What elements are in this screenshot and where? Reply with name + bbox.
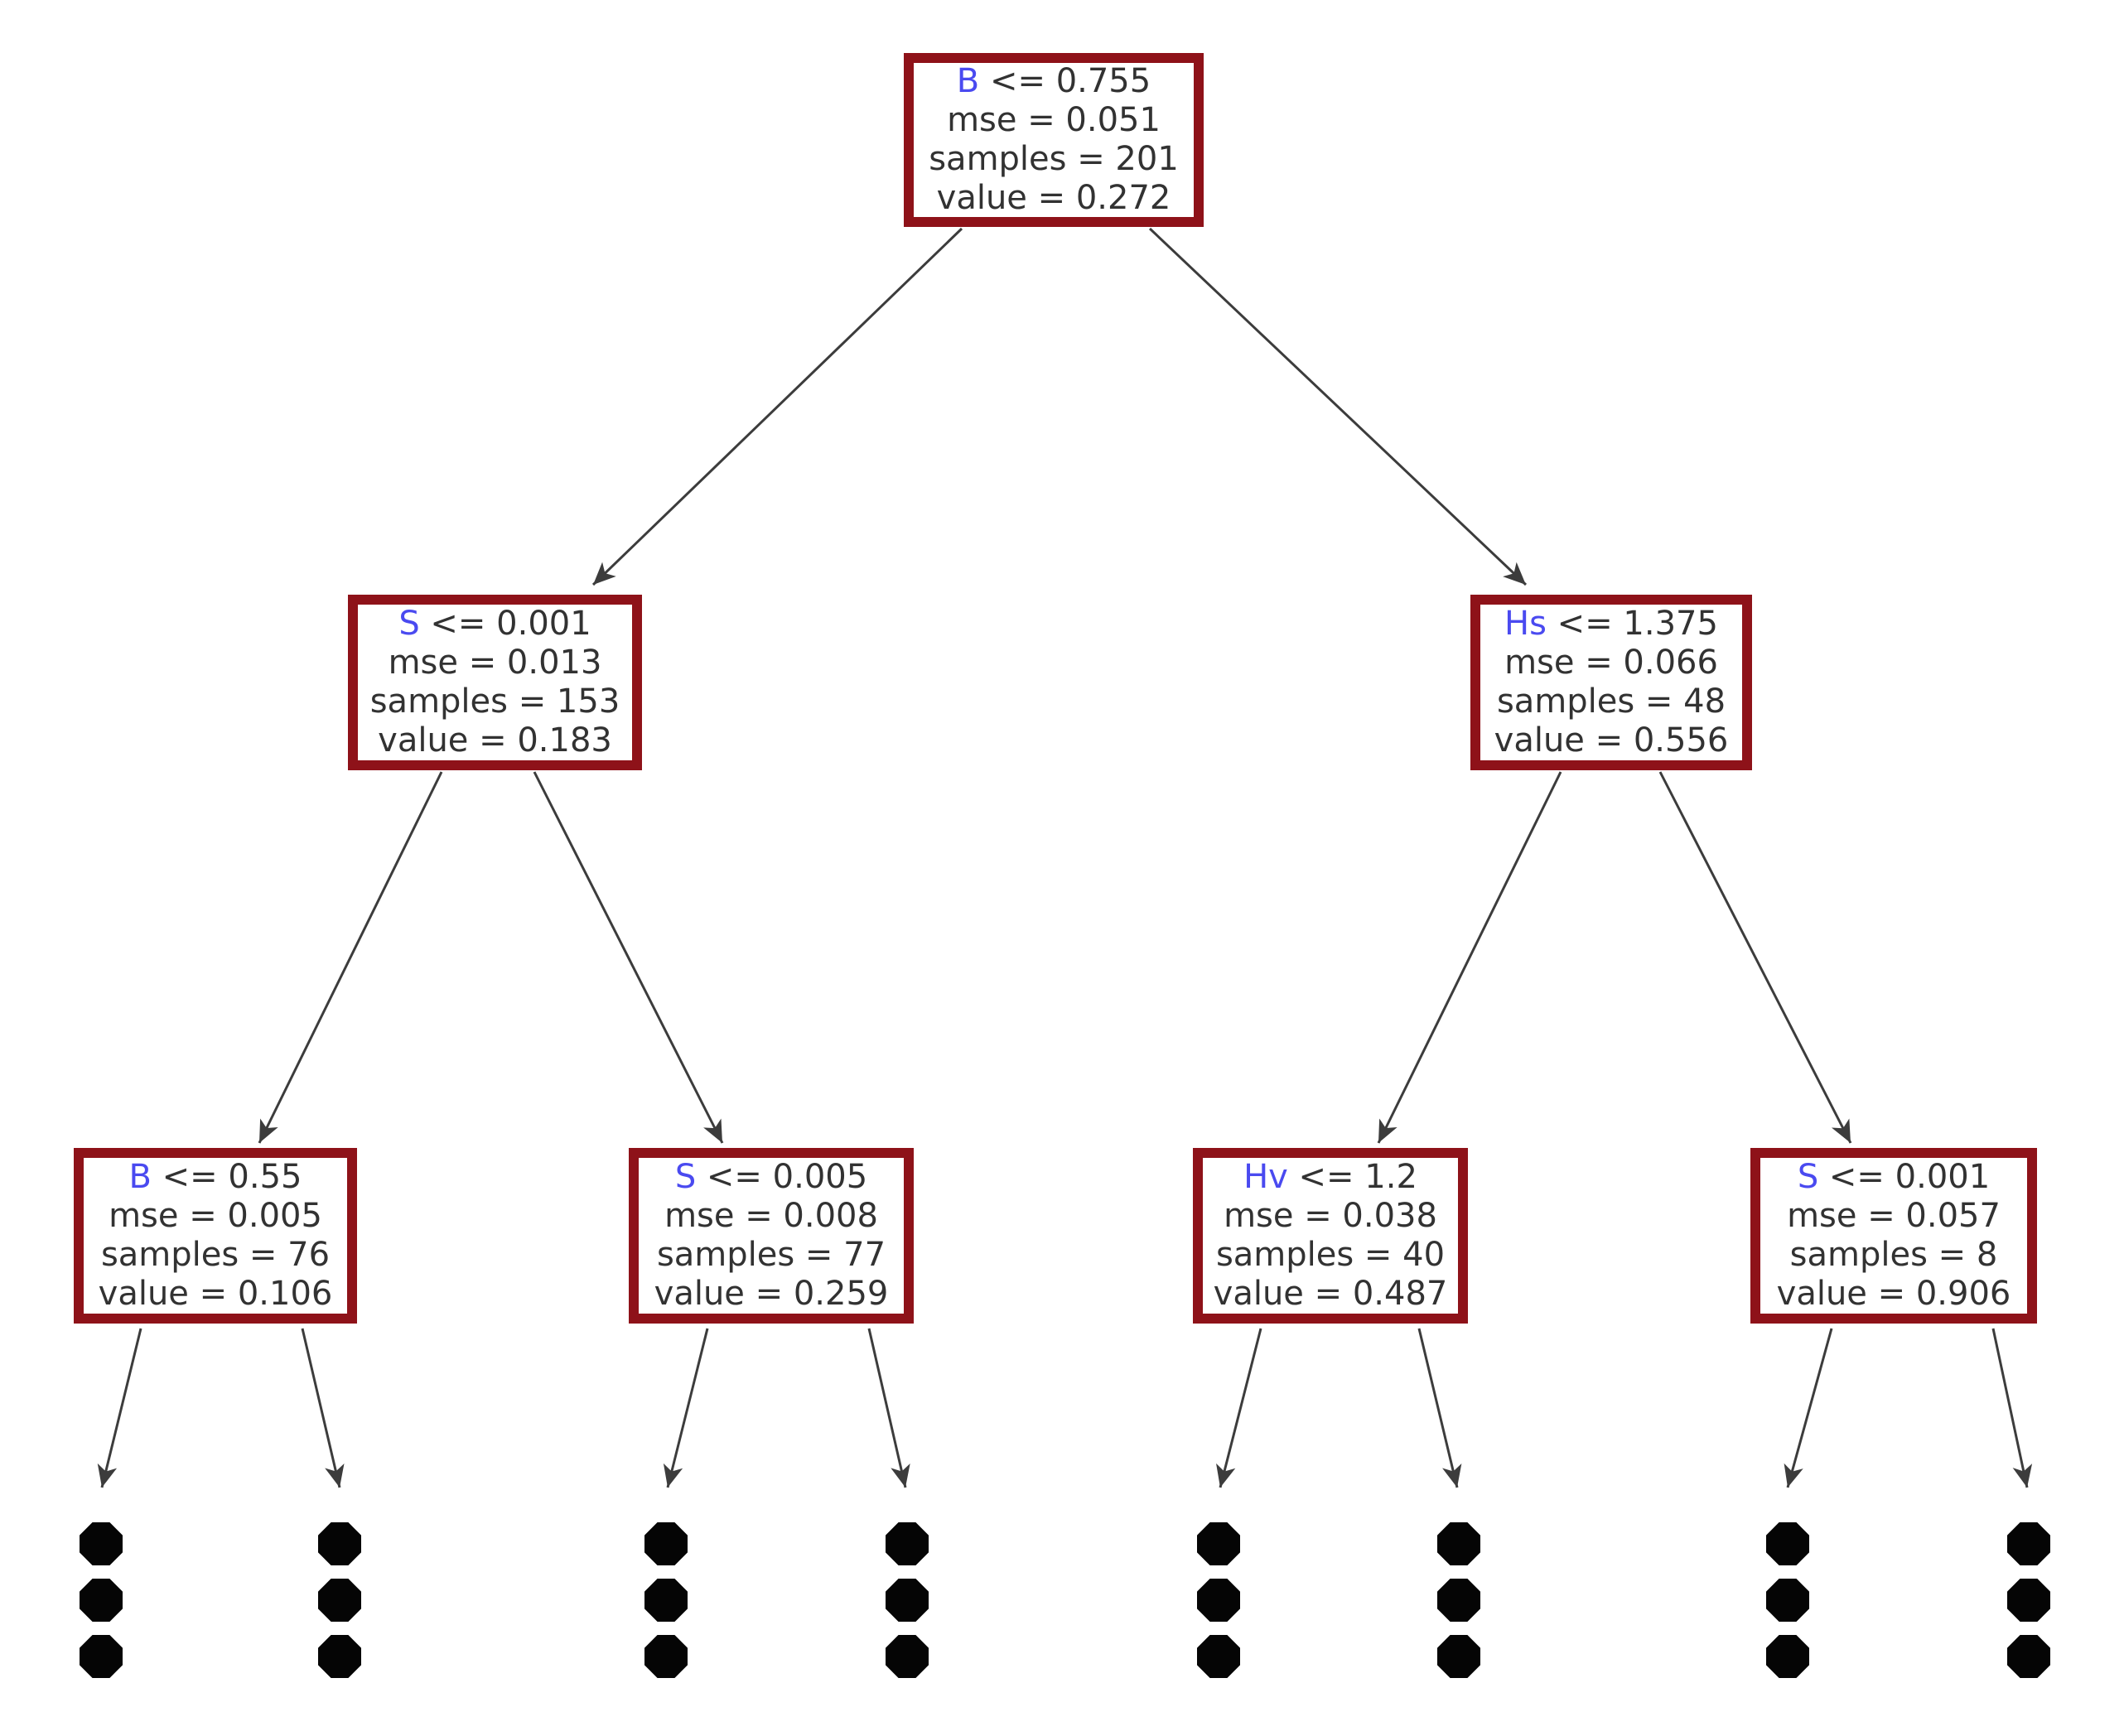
- samples-line: samples = 153: [369, 682, 620, 721]
- octagon-dot: [644, 1522, 688, 1565]
- mse-line: mse = 0.008: [664, 1197, 878, 1235]
- split-rule: Hv <= 1.2: [1203, 1158, 1458, 1197]
- edge-rightleft-to-ellipsis-1: [1216, 1328, 1262, 1488]
- value-line: value = 0.183: [378, 721, 612, 760]
- value-line: value = 0.906: [1776, 1275, 2011, 1313]
- tree-node-depth1-left: S <= 0.001 mse = 0.013 samples = 153 val…: [348, 595, 642, 770]
- octagon-dot: [1437, 1522, 1480, 1565]
- truncated-branch-marker: [80, 1522, 123, 1678]
- mse-line: mse = 0.038: [1224, 1197, 1437, 1235]
- samples-line: samples = 76: [100, 1236, 331, 1274]
- octagon-dot: [644, 1635, 688, 1678]
- octagon-dot: [1197, 1635, 1240, 1678]
- edge-rightright-to-ellipsis-1: [1784, 1328, 1833, 1488]
- octagon-dot: [80, 1635, 123, 1678]
- octagon-dot: [886, 1522, 929, 1565]
- value-line: value = 0.106: [98, 1275, 333, 1313]
- split-feature: S: [1797, 1158, 1819, 1196]
- tree-node-depth1-right: Hs <= 1.375 mse = 0.066 samples = 48 val…: [1470, 595, 1752, 770]
- mse-line: mse = 0.066: [1504, 644, 1718, 682]
- mse-line: mse = 0.005: [109, 1197, 322, 1235]
- octagon-dot: [1437, 1579, 1480, 1622]
- mse-line: mse = 0.051: [947, 101, 1161, 139]
- edge-left-to-leftleft: [258, 771, 443, 1144]
- samples-line: samples = 8: [1789, 1236, 1998, 1274]
- octagon-dot: [1766, 1579, 1809, 1622]
- value-line: value = 0.272: [936, 179, 1171, 217]
- octagon-dot: [886, 1635, 929, 1678]
- mse-line: mse = 0.057: [1787, 1197, 2001, 1235]
- split-rule: S <= 0.005: [639, 1158, 904, 1197]
- split-condition: <= 0.755: [979, 62, 1151, 100]
- split-condition: <= 1.375: [1546, 605, 1718, 643]
- split-condition: <= 1.2: [1287, 1158, 1417, 1196]
- split-condition: <= 0.001: [1818, 1158, 1991, 1196]
- octagon-dot: [886, 1579, 929, 1622]
- split-feature: Hv: [1243, 1158, 1288, 1196]
- octagon-dot: [80, 1522, 123, 1565]
- truncated-branch-marker: [2007, 1522, 2050, 1678]
- samples-line: samples = 201: [929, 140, 1179, 178]
- split-condition: <= 0.005: [696, 1158, 868, 1196]
- octagon-dot: [1766, 1522, 1809, 1565]
- split-rule: Hs <= 1.375: [1480, 605, 1742, 644]
- value-line: value = 0.259: [654, 1275, 889, 1313]
- edge-right-to-rightleft: [1377, 771, 1562, 1144]
- octagon-dot: [318, 1635, 361, 1678]
- edge-leftright-to-ellipsis-1: [663, 1328, 709, 1488]
- edge-leftleft-to-ellipsis-1: [97, 1328, 142, 1488]
- tree-node-depth2-left-right: S <= 0.005 mse = 0.008 samples = 77 valu…: [629, 1148, 914, 1324]
- octagon-dot: [2007, 1579, 2050, 1622]
- octagon-dot: [2007, 1635, 2050, 1678]
- truncated-branch-marker: [644, 1522, 688, 1678]
- samples-line: samples = 77: [656, 1236, 886, 1274]
- split-condition: <= 0.001: [419, 605, 591, 643]
- octagon-dot: [80, 1579, 123, 1622]
- split-condition: <= 0.55: [151, 1158, 302, 1196]
- split-rule: S <= 0.001: [358, 605, 632, 644]
- tree-node-root: B <= 0.755 mse = 0.051 samples = 201 val…: [904, 53, 1204, 227]
- edge-root-to-left: [591, 227, 963, 586]
- truncated-branch-marker: [1766, 1522, 1809, 1678]
- split-rule: S <= 0.001: [1760, 1158, 2027, 1197]
- samples-line: samples = 40: [1215, 1236, 1446, 1274]
- edge-root-to-right: [1148, 227, 1528, 586]
- octagon-dot: [318, 1579, 361, 1622]
- split-feature: S: [674, 1158, 697, 1196]
- edge-rightleft-to-ellipsis-2: [1417, 1328, 1462, 1488]
- octagon-dot: [1766, 1635, 1809, 1678]
- edge-leftleft-to-ellipsis-2: [301, 1328, 345, 1488]
- truncated-branch-marker: [318, 1522, 361, 1678]
- truncated-branch-marker: [1437, 1522, 1480, 1678]
- edge-right-to-rightright: [1658, 771, 1852, 1144]
- octagon-dot: [1437, 1635, 1480, 1678]
- octagon-dot: [644, 1579, 688, 1622]
- tree-node-depth2-left-left: B <= 0.55 mse = 0.005 samples = 76 value…: [74, 1148, 357, 1324]
- split-feature: S: [398, 605, 420, 643]
- octagon-dot: [2007, 1522, 2050, 1565]
- mse-line: mse = 0.013: [388, 644, 602, 682]
- value-line: value = 0.487: [1213, 1275, 1448, 1313]
- truncated-branch-marker: [1197, 1522, 1240, 1678]
- tree-node-depth2-right-left: Hv <= 1.2 mse = 0.038 samples = 40 value…: [1193, 1148, 1468, 1324]
- truncated-branch-marker: [886, 1522, 929, 1678]
- octagon-dot: [1197, 1579, 1240, 1622]
- split-feature: B: [956, 62, 980, 100]
- edge-rightright-to-ellipsis-2: [1991, 1328, 2033, 1488]
- value-line: value = 0.556: [1494, 721, 1729, 760]
- split-rule: B <= 0.755: [914, 62, 1194, 101]
- split-rule: B <= 0.55: [84, 1158, 347, 1197]
- samples-line: samples = 48: [1496, 682, 1726, 721]
- edge-left-to-leftright: [533, 771, 724, 1144]
- tree-node-depth2-right-right: S <= 0.001 mse = 0.057 samples = 8 value…: [1750, 1148, 2037, 1324]
- octagon-dot: [318, 1522, 361, 1565]
- split-feature: B: [128, 1158, 152, 1196]
- octagon-dot: [1197, 1522, 1240, 1565]
- split-feature: Hs: [1504, 605, 1547, 643]
- edge-leftright-to-ellipsis-2: [867, 1328, 910, 1488]
